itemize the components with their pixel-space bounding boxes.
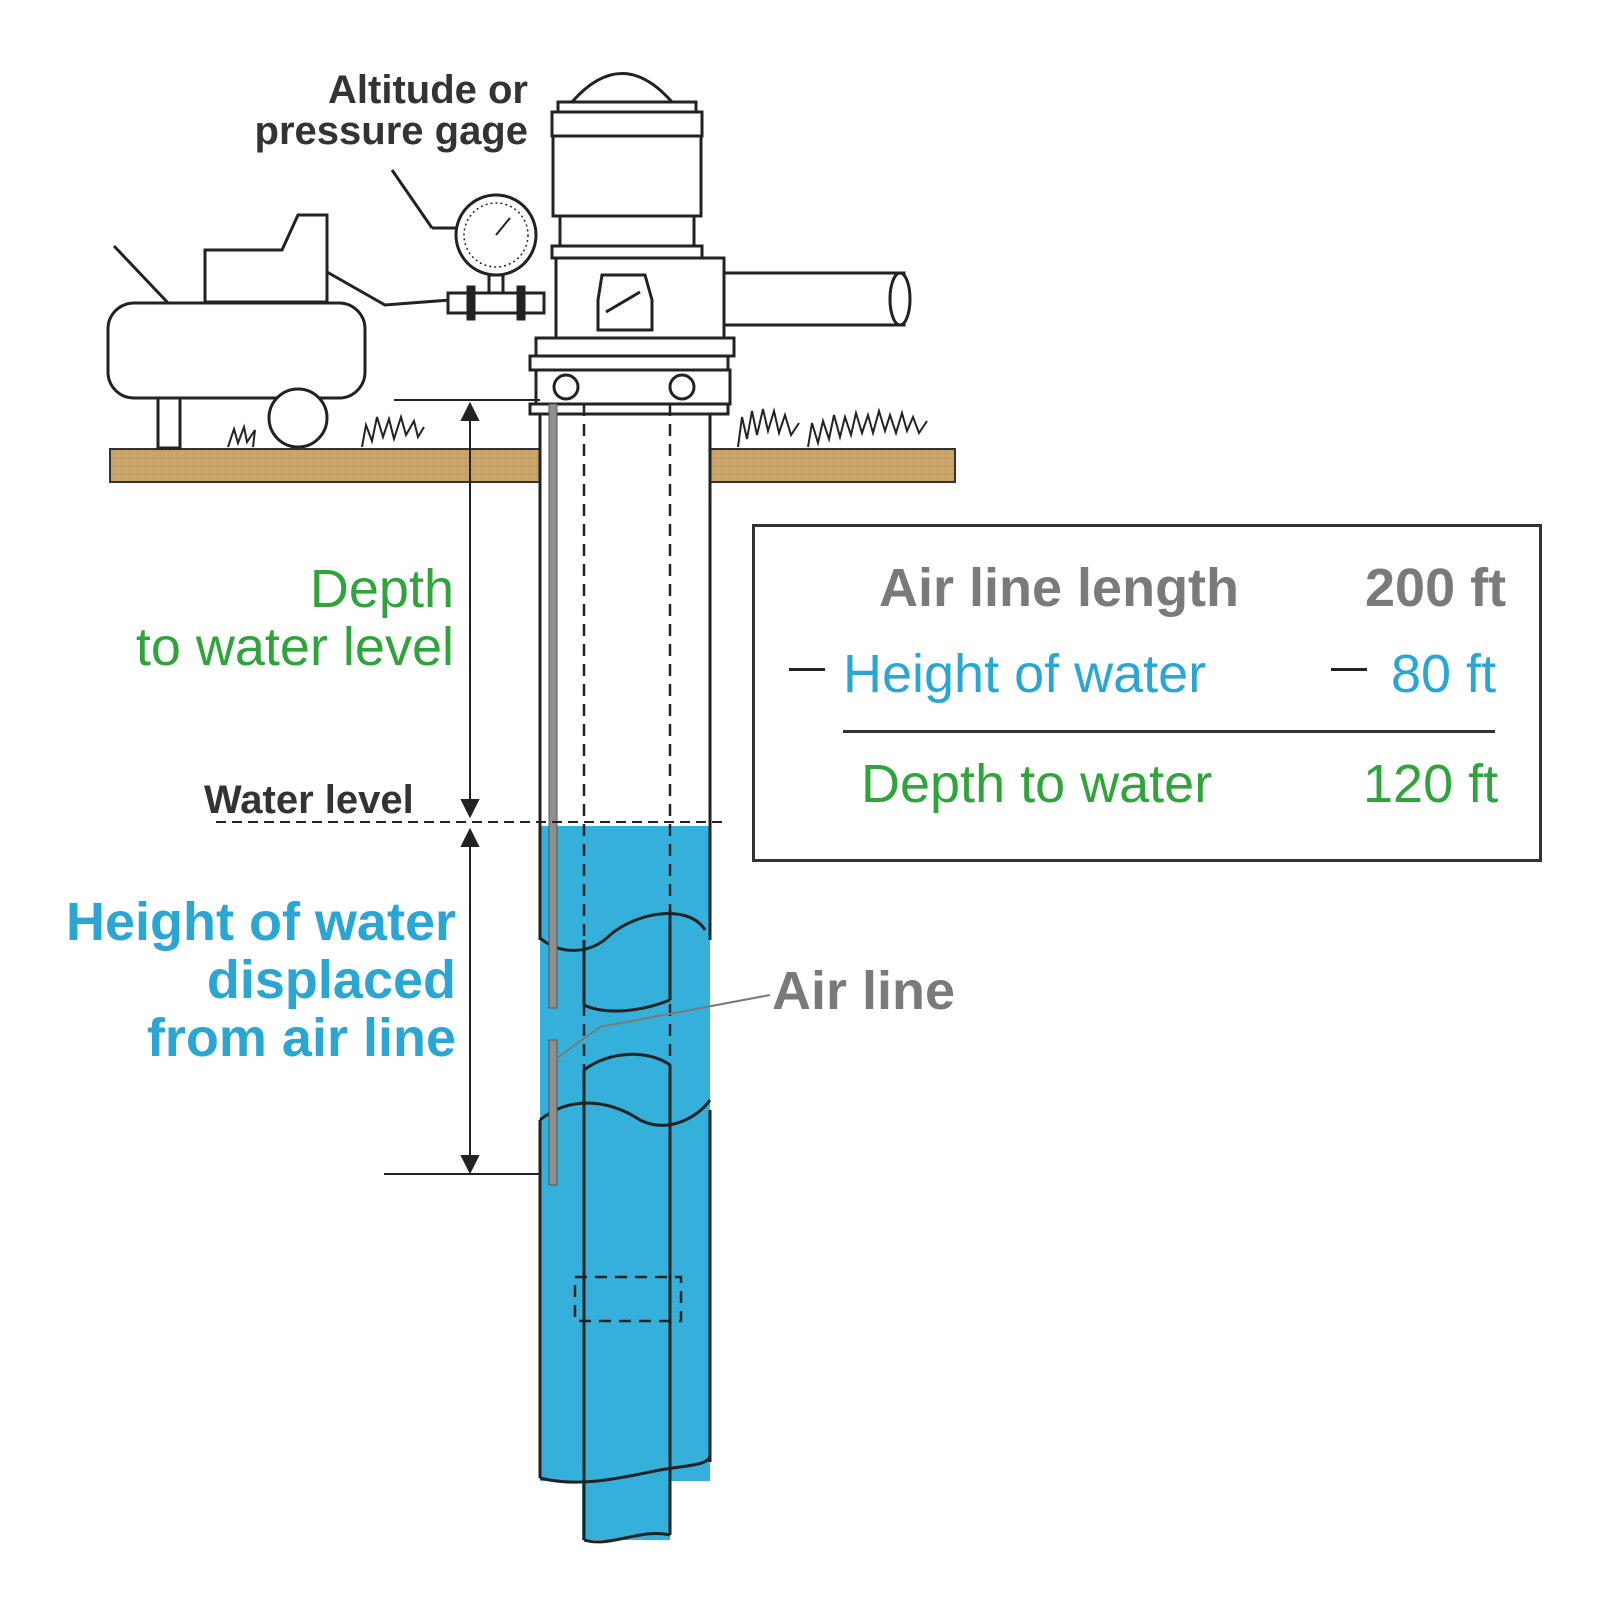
height-label-line2: displaced bbox=[206, 949, 456, 1010]
depth-to-water-level-label: Depth to water level bbox=[136, 560, 454, 677]
depth-label-line2: to water level bbox=[135, 617, 454, 678]
air-line-tube bbox=[548, 403, 558, 1186]
calc-row-air-line-length-value: 200 ft bbox=[1365, 558, 1507, 618]
air-compressor-icon bbox=[106, 213, 451, 450]
gage-label-line2: pressure gage bbox=[254, 108, 528, 153]
depth-label-line1: Depth bbox=[309, 559, 454, 619]
height-label-line1: Height of water bbox=[65, 892, 456, 952]
drop-pipe-hidden-lines bbox=[573, 404, 683, 1540]
calc-row-height-of-water-label: Height of water bbox=[843, 644, 1207, 704]
calculation-box: Air line length 200 ft Height of water 8… bbox=[752, 524, 1542, 862]
air-line-label: Air line bbox=[772, 961, 956, 1021]
grass-icon bbox=[227, 407, 928, 448]
calc-row-depth-to-water-label: Depth to water bbox=[861, 754, 1213, 814]
gage-label-line1: Altitude or bbox=[328, 68, 528, 112]
minus-sign-icon bbox=[789, 668, 825, 671]
calc-row-air-line-length-label: Air line length bbox=[879, 558, 1240, 618]
pressure-gage-icon bbox=[390, 169, 546, 321]
dimension-lines bbox=[216, 399, 771, 1175]
pump-head-icon bbox=[528, 72, 912, 416]
gage-label: Altitude or pressure gage bbox=[255, 70, 528, 152]
minus-sign-icon bbox=[1331, 668, 1367, 671]
well-water bbox=[540, 826, 710, 1540]
height-displaced-label: Height of water displaced from air line bbox=[65, 892, 456, 1068]
calc-row-height-of-water-value: 80 ft bbox=[1391, 644, 1497, 704]
ground bbox=[109, 448, 956, 483]
height-label-line3: from air line bbox=[146, 1007, 456, 1068]
water-level-label: Water level bbox=[204, 778, 414, 822]
calc-row-depth-to-water-value: 120 ft bbox=[1363, 754, 1499, 814]
sum-line bbox=[843, 730, 1495, 733]
